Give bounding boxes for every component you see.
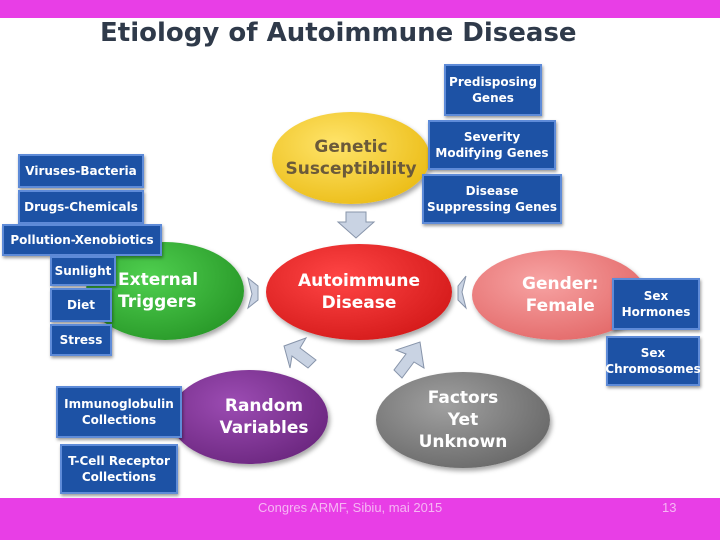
top-accent-bar [0, 0, 720, 18]
box-tcell-receptor-collections: T-Cell Receptor Collections [60, 444, 178, 494]
box-label: T-Cell Receptor Collections [68, 454, 170, 484]
center-label: Autoimmune Disease [297, 271, 421, 313]
node-factors-unknown: Factors Yet Unknown [376, 372, 550, 468]
box-sunlight: Sunlight [50, 256, 116, 286]
box-diet: Diet [50, 288, 112, 322]
arrow-from-gender [457, 275, 467, 310]
arrow-from-genetic [336, 211, 376, 239]
box-label: Immunoglobulin Collections [64, 397, 174, 427]
box-immunoglobulin-collections: Immunoglobulin Collections [56, 386, 182, 438]
bottom-accent-bar [0, 498, 720, 540]
node-autoimmune-disease: Autoimmune Disease [266, 244, 452, 340]
arrow-from-unknown [393, 341, 425, 379]
box-label: Stress [59, 333, 103, 347]
node-external-label: External Triggers [118, 270, 199, 312]
box-label: Sex Chromosomes [605, 346, 701, 376]
box-label: Drugs-Chemicals [24, 200, 138, 214]
arrow-from-random [283, 337, 317, 369]
box-sex-chromosomes: Sex Chromosomes [605, 336, 701, 386]
box-label: Predisposing Genes [449, 75, 537, 105]
box-label: Pollution-Xenobiotics [10, 233, 154, 247]
box-pollution-xenobiotics: Pollution-Xenobiotics [2, 224, 162, 256]
box-severity-modifying-genes: Severity Modifying Genes [428, 120, 556, 170]
box-stress: Stress [50, 324, 112, 356]
box-viruses-bacteria: Viruses-Bacteria [18, 154, 144, 188]
arrow-from-external [247, 276, 259, 310]
box-label: Disease Suppressing Genes [427, 184, 557, 214]
page-number: 13 [662, 500, 677, 515]
box-label: Viruses-Bacteria [25, 164, 137, 178]
box-drugs-chemicals: Drugs-Chemicals [18, 190, 144, 224]
node-gender-label: Gender: Female [522, 274, 599, 316]
node-random-label: Random Variables [219, 396, 309, 438]
node-genetic-susceptibility: Genetic Susceptibility [272, 112, 430, 204]
box-disease-suppressing-genes: Disease Suppressing Genes [422, 174, 562, 224]
node-unknown-label: Factors Yet Unknown [418, 388, 508, 452]
box-label: Severity Modifying Genes [435, 130, 549, 160]
footer-caption: Congres ARMF, Sibiu, mai 2015 [258, 500, 443, 515]
box-label: Sex Hormones [621, 289, 691, 319]
box-label: Sunlight [54, 264, 112, 278]
box-sex-hormones: Sex Hormones [612, 278, 700, 330]
diagram-title: Etiology of Autoimmune Disease [100, 18, 577, 48]
box-predisposing-genes: Predisposing Genes [444, 64, 542, 116]
node-random-variables: Random Variables [170, 370, 328, 464]
box-label: Diet [67, 298, 95, 312]
node-genetic-label: Genetic Susceptibility [285, 137, 417, 179]
